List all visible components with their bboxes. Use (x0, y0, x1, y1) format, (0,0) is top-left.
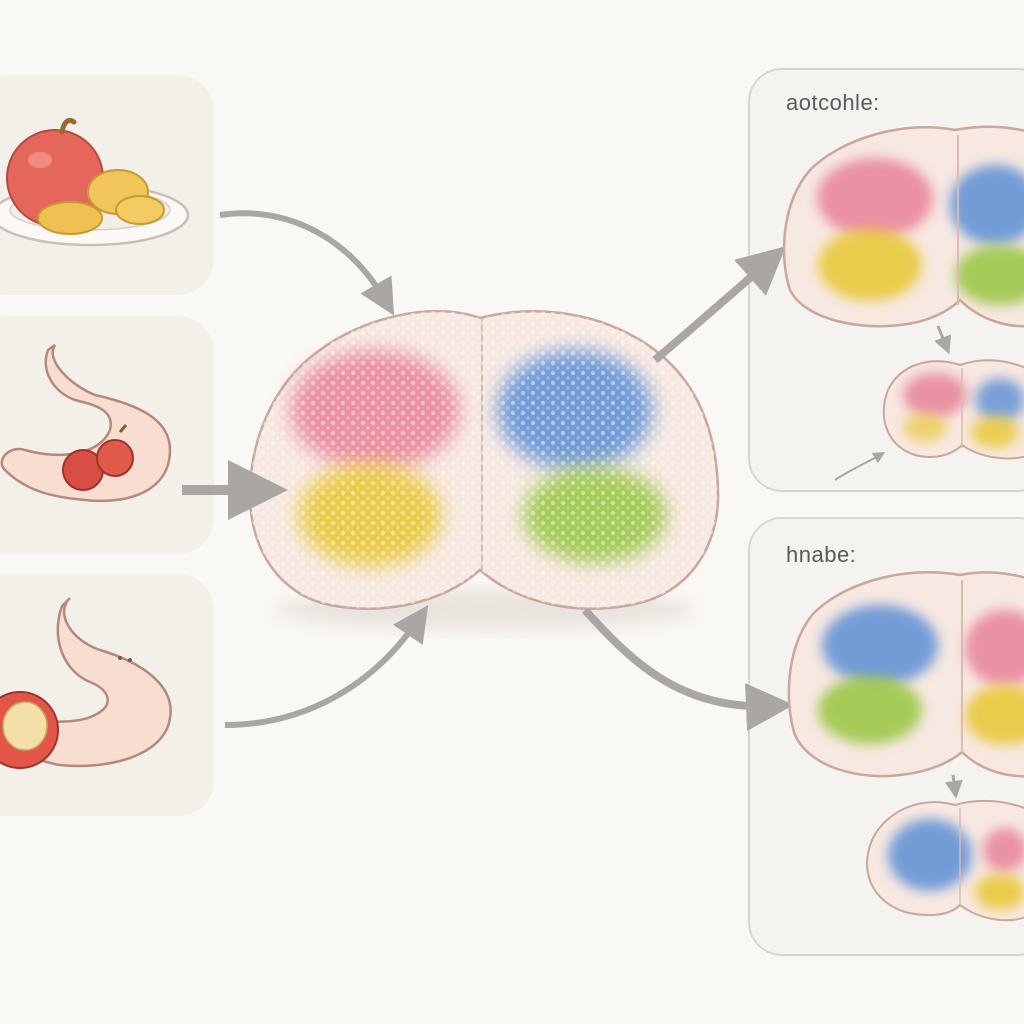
stomach-with-fruit-icon (0, 343, 172, 503)
output-bottom-small-brain (866, 774, 1024, 922)
output-arrows (582, 246, 794, 732)
output-bottom-label: hnabe: (786, 542, 857, 567)
central-brain (248, 309, 720, 630)
food-plate-icon (0, 118, 190, 247)
output-bottom-large-brain (787, 571, 1024, 778)
output-top-label: aotcohle: (786, 90, 880, 115)
output-top-small-brain (834, 325, 1024, 481)
stomach-with-apple-icon (0, 597, 172, 769)
output-top-large-brain (782, 125, 1024, 328)
input-arrows (182, 210, 429, 728)
